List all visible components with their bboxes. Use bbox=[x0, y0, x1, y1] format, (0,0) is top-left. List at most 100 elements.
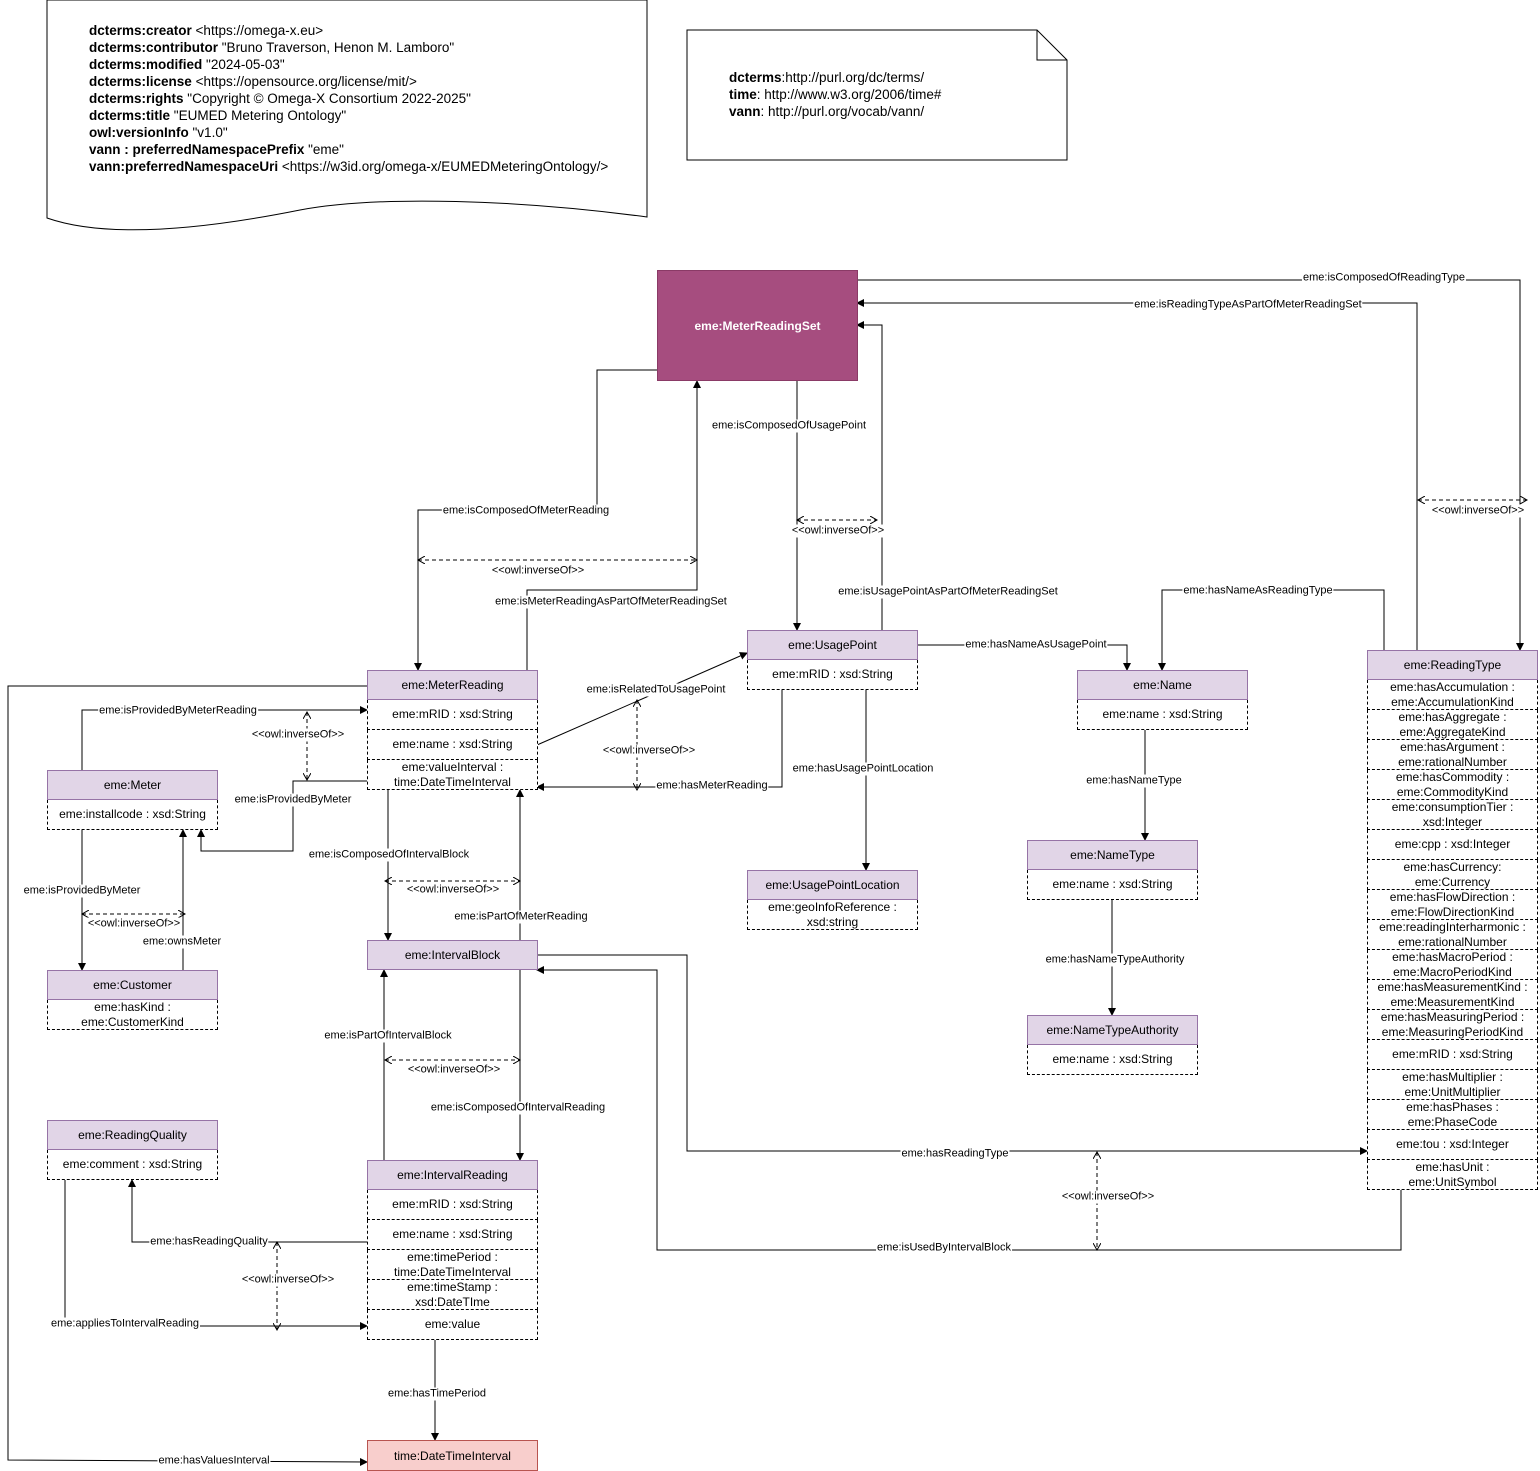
class-customer[interactable]: eme:Customer eme:hasKind : eme:CustomerK… bbox=[47, 970, 218, 1030]
class-attribute: eme:comment : xsd:String bbox=[47, 1150, 218, 1180]
class-attribute: eme:hasMacroPeriod : eme:MacroPeriodKind bbox=[1367, 950, 1538, 980]
edge-label: <<owl:inverseOf>> bbox=[601, 744, 697, 758]
class-header: eme:ReadingQuality bbox=[47, 1120, 218, 1150]
note-line: dcterms:creator <https://omega-x.eu> bbox=[89, 23, 324, 38]
class-attribute: eme:hasMeasuringPeriod : eme:MeasuringPe… bbox=[1367, 1010, 1538, 1040]
class-attribute: eme:hasUnit : eme:UnitSymbol bbox=[1367, 1160, 1538, 1190]
class-attribute: eme:hasFlowDirection : eme:FlowDirection… bbox=[1367, 890, 1538, 920]
note-line: dcterms:contributor "Bruno Traverson, He… bbox=[89, 40, 455, 55]
edge-label: eme:isPartOfIntervalBlock bbox=[323, 1029, 453, 1043]
edge-label: eme:hasReadingQuality bbox=[149, 1235, 269, 1249]
edge-label: eme:hasNameAsUsagePoint bbox=[964, 638, 1108, 652]
edge-label: eme:isProvidedByMeter bbox=[22, 884, 142, 898]
edge-label: eme:isReadingTypeAsPartOfMeterReadingSet bbox=[1133, 298, 1363, 312]
class-header: eme:NameType bbox=[1027, 840, 1198, 870]
note-line: vann: http://purl.org/vocab/vann/ bbox=[729, 104, 925, 119]
edge-label: eme:isUsagePointAsPartOfMeterReadingSet bbox=[837, 585, 1059, 599]
class-attribute: eme:consumptionTier : xsd:Integer bbox=[1367, 800, 1538, 830]
class-attribute: eme:mRID : xsd:String bbox=[367, 1190, 538, 1220]
edge-label: eme:isComposedOfMeterReading bbox=[441, 504, 611, 518]
edge-label: eme:isComposedOfReadingType bbox=[1301, 271, 1467, 285]
edge-label: eme:ownsMeter bbox=[141, 935, 223, 949]
note-line: dcterms:license <https://opensource.org/… bbox=[89, 74, 417, 89]
class-header: eme:NameTypeAuthority bbox=[1027, 1015, 1198, 1045]
class-attribute: eme:hasMeasurementKind : eme:Measurement… bbox=[1367, 980, 1538, 1010]
edge-label: <<owl:inverseOf>> bbox=[86, 917, 182, 931]
edge-label: <<owl:inverseOf>> bbox=[1060, 1190, 1156, 1204]
class-usage-point[interactable]: eme:UsagePoint eme:mRID : xsd:String bbox=[747, 630, 918, 690]
edge-label: <<owl:inverseOf>> bbox=[240, 1273, 336, 1287]
class-attribute: eme:mRID : xsd:String bbox=[367, 700, 538, 730]
class-meter-reading-set[interactable]: eme:MeterReadingSet bbox=[657, 270, 858, 381]
edge-label: eme:isMeterReadingAsPartOfMeterReadingSe… bbox=[494, 595, 728, 609]
class-name-type-authority[interactable]: eme:NameTypeAuthority eme:name : xsd:Str… bbox=[1027, 1015, 1198, 1075]
class-meter[interactable]: eme:Meter eme:installcode : xsd:String bbox=[47, 770, 218, 830]
edge-label: eme:hasNameType bbox=[1085, 774, 1183, 788]
class-attribute: eme:mRID : xsd:String bbox=[747, 660, 918, 690]
edge-label: <<owl:inverseOf>> bbox=[405, 883, 501, 897]
note-line: dcterms:modified "2024-05-03" bbox=[89, 57, 285, 72]
class-attribute: eme:mRID : xsd:String bbox=[1367, 1040, 1538, 1070]
edge-label: <<owl:inverseOf>> bbox=[1430, 504, 1526, 518]
class-attribute: eme:name : xsd:String bbox=[1027, 1045, 1198, 1075]
class-reading-quality[interactable]: eme:ReadingQuality eme:comment : xsd:Str… bbox=[47, 1120, 218, 1180]
class-reading-type[interactable]: eme:ReadingType eme:hasAccumulation : em… bbox=[1367, 650, 1538, 1190]
class-header: eme:Name bbox=[1077, 670, 1248, 700]
class-attribute: eme:hasCommodity : eme:CommodityKind bbox=[1367, 770, 1538, 800]
edge-label: eme:isProvidedByMeter bbox=[233, 793, 353, 807]
class-attribute: eme:hasAccumulation : eme:AccumulationKi… bbox=[1367, 680, 1538, 710]
class-header: eme:Customer bbox=[47, 970, 218, 1000]
note-line: dcterms:rights "Copyright © Omega-X Cons… bbox=[89, 91, 471, 106]
edge-label: eme:hasMeterReading bbox=[655, 779, 769, 793]
class-header: eme:UsagePoint bbox=[747, 630, 918, 660]
edge-label: eme:isComposedOfIntervalBlock bbox=[307, 848, 471, 862]
class-header: eme:UsagePointLocation bbox=[747, 870, 918, 900]
note-line: time: http://www.w3.org/2006/time# bbox=[729, 87, 942, 102]
edge-label: eme:hasTimePeriod bbox=[386, 1387, 488, 1401]
edge-label: <<owl:inverseOf>> bbox=[250, 728, 346, 742]
class-name[interactable]: eme:Name eme:name : xsd:String bbox=[1077, 670, 1248, 730]
class-header: eme:IntervalReading bbox=[367, 1160, 538, 1190]
note-line: owl:versionInfo "v1.0" bbox=[89, 125, 228, 140]
class-attribute: eme:hasAggregate : eme:AggregateKind bbox=[1367, 710, 1538, 740]
class-usage-point-location[interactable]: eme:UsagePointLocation eme:geoInfoRefere… bbox=[747, 870, 918, 930]
edge-label: eme:isPartOfMeterReading bbox=[453, 910, 589, 924]
class-attribute: eme:hasCurrency: eme:Currency bbox=[1367, 860, 1538, 890]
class-meter-reading[interactable]: eme:MeterReading eme:mRID : xsd:String e… bbox=[367, 670, 538, 790]
note-line: dcterms:title "EUMED Metering Ontology" bbox=[89, 108, 347, 123]
edge-label: <<owl:inverseOf>> bbox=[406, 1063, 502, 1077]
edge-label: eme:isProvidedByMeterReading bbox=[98, 704, 258, 718]
class-attribute: eme:cpp : xsd:Integer bbox=[1367, 830, 1538, 860]
class-name-type[interactable]: eme:NameType eme:name : xsd:String bbox=[1027, 840, 1198, 900]
edge-label: eme:isComposedOfIntervalReading bbox=[429, 1101, 607, 1115]
note-line: dcterms:http://purl.org/dc/terms/ bbox=[729, 70, 925, 85]
class-header: eme:Meter bbox=[47, 770, 218, 800]
class-attribute: eme:hasArgument : eme:rationalNumber bbox=[1367, 740, 1538, 770]
edge-label: eme:appliesToIntervalReading bbox=[50, 1317, 200, 1331]
note-line: vann:preferredNamespaceUri <https://w3id… bbox=[89, 159, 609, 174]
edge-label: eme:isUsedByIntervalBlock bbox=[876, 1241, 1012, 1255]
class-attribute: eme:name : xsd:String bbox=[367, 1220, 538, 1250]
class-attribute: eme:readingInterharmonic : eme:rationalN… bbox=[1367, 920, 1538, 950]
class-attribute: eme:geoInfoReference : xsd:string bbox=[747, 900, 918, 930]
edge-label: eme:hasUsagePointLocation bbox=[791, 762, 935, 776]
edge-label: <<owl:inverseOf>> bbox=[490, 564, 586, 578]
class-attribute: eme:value bbox=[367, 1310, 538, 1340]
class-header: eme:ReadingType bbox=[1367, 650, 1538, 680]
note-line: vann : preferredNamespacePrefix "eme" bbox=[89, 142, 344, 157]
metadata-note-shape bbox=[46, 0, 648, 231]
class-attribute: eme:name : xsd:String bbox=[1077, 700, 1248, 730]
edge-label: eme:hasNameAsReadingType bbox=[1182, 584, 1334, 598]
class-attribute: eme:hasMultiplier : eme:UnitMultiplier bbox=[1367, 1070, 1538, 1100]
class-date-time-interval[interactable]: time:DateTimeInterval bbox=[367, 1440, 538, 1471]
edge-label: eme:hasValuesInterval bbox=[157, 1454, 271, 1468]
class-attribute: eme:hasPhases : eme:PhaseCode bbox=[1367, 1100, 1538, 1130]
edge-label: eme:hasNameTypeAuthority bbox=[1044, 953, 1186, 967]
class-interval-block[interactable]: eme:IntervalBlock bbox=[367, 940, 538, 970]
class-attribute: eme:name : xsd:String bbox=[1027, 870, 1198, 900]
class-attribute: eme:valueInterval : time:DateTimeInterva… bbox=[367, 760, 538, 790]
class-attribute: eme:name : xsd:String bbox=[367, 730, 538, 760]
class-interval-reading[interactable]: eme:IntervalReading eme:mRID : xsd:Strin… bbox=[367, 1160, 538, 1340]
edge-label: eme:hasReadingType bbox=[900, 1147, 1010, 1161]
